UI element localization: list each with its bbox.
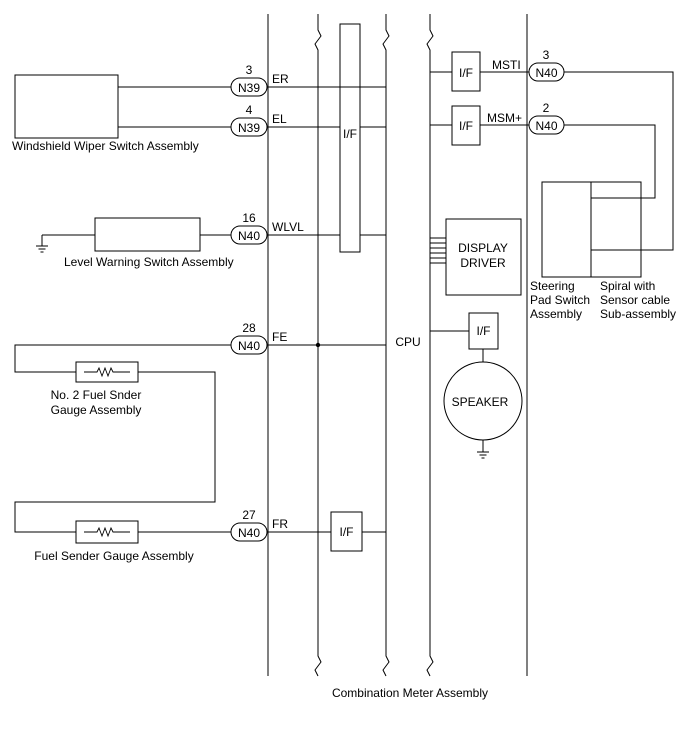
steering-pad-label-line3: Assembly <box>530 307 582 321</box>
interface-block-msm <box>451 105 481 146</box>
cpu-label: CPU <box>395 335 420 349</box>
level-warning-switch <box>94 217 201 252</box>
signal-name: MSTI <box>492 58 521 72</box>
interface-block-msm-label: I/F <box>459 119 473 133</box>
steering-pad-label-line1: Steering <box>530 279 575 293</box>
ground-symbol-speaker <box>477 451 489 459</box>
connector-id: N40 <box>238 229 260 243</box>
interface-block-speaker-label: I/F <box>477 324 491 338</box>
pin-number: 2 <box>543 101 550 115</box>
connector-id: N39 <box>238 81 260 95</box>
connector-n40-pin27: 27 N40 FR <box>230 508 288 542</box>
signal-name: FE <box>272 330 287 344</box>
spiral-label-line3: Sub-assembly <box>600 307 676 321</box>
display-driver-label-line1: DISPLAY <box>458 241 508 255</box>
pin-number: 16 <box>242 211 256 225</box>
combination-meter-title: Combination Meter Assembly <box>332 686 488 700</box>
connector-id: N40 <box>238 526 260 540</box>
interface-block-fuel <box>330 511 363 552</box>
interface-block-msti-label: I/F <box>459 66 473 80</box>
connector-id: N40 <box>535 119 557 133</box>
interface-block-fuel-label: I/F <box>340 525 354 539</box>
junction-dot <box>315 342 321 348</box>
level-warning-switch-label: Level Warning Switch Assembly <box>64 255 234 269</box>
signal-name: MSM+ <box>487 111 522 125</box>
signal-name: FR <box>272 517 288 531</box>
connector-id: N39 <box>238 121 260 135</box>
signal-name: EL <box>272 112 287 126</box>
pin-number: 3 <box>543 48 550 62</box>
connector-n40-pin2-right: 2 N40 MSM+ <box>487 101 565 135</box>
meter-frame <box>267 14 528 677</box>
spiral-label-line1: Spiral with <box>600 279 655 293</box>
pin-number: 4 <box>246 103 253 117</box>
connector-id: N40 <box>535 66 557 80</box>
connector-n40-pin16: 16 N40 WLVL <box>230 211 304 245</box>
fuel-sender-gauge-label: Fuel Sender Gauge Assembly <box>34 549 193 563</box>
connector-n40-pin3-right: 3 N40 MSTI <box>492 48 565 82</box>
no2-fuel-sender-label-line1: No. 2 Fuel Snder <box>51 388 142 402</box>
connector-n40-pin28: 28 N40 FE <box>230 321 287 355</box>
pin-number: 3 <box>246 63 253 77</box>
steering-pad-label-line2: Pad Switch <box>530 293 590 307</box>
pin-number: 28 <box>242 321 256 335</box>
interface-block-speaker <box>468 312 499 350</box>
interface-block-main <box>339 23 361 253</box>
pin-number: 27 <box>242 508 256 522</box>
signal-name: ER <box>272 72 289 86</box>
spiral-label-line2: Sensor cable <box>600 293 670 307</box>
speaker-label: SPEAKER <box>452 395 509 409</box>
connector-n39-pin3: 3 N39 ER <box>230 63 289 97</box>
interface-block-main-label: I/F <box>343 127 357 141</box>
ground-symbol-level-switch <box>36 245 48 253</box>
windshield-wiper-switch-label: Windshield Wiper Switch Assembly <box>12 139 199 153</box>
connector-n39-pin4: 4 N39 EL <box>230 103 287 137</box>
display-driver <box>445 218 522 296</box>
display-driver-label-line2: DRIVER <box>460 256 506 270</box>
display-driver-bus <box>430 237 446 264</box>
no2-fuel-sender-label-line2: Gauge Assembly <box>51 403 142 417</box>
windshield-wiper-switch <box>14 74 119 139</box>
signal-name: WLVL <box>272 220 304 234</box>
connector-id: N40 <box>238 339 260 353</box>
